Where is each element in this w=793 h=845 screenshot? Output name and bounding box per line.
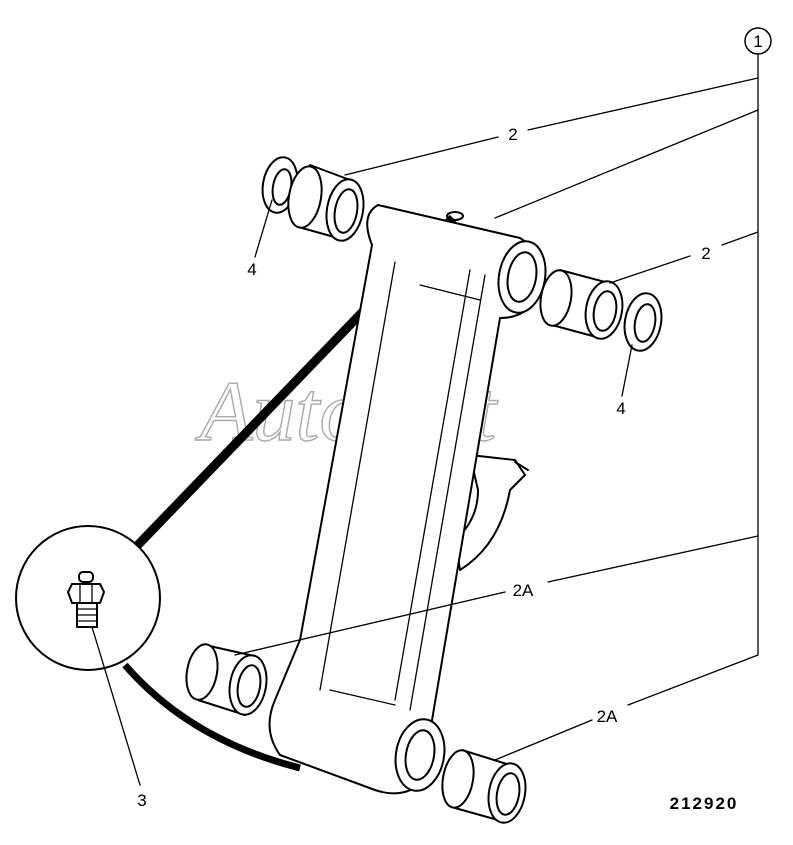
drawing-number: 212920 <box>670 794 739 813</box>
item-2-right-label: 2 <box>701 244 710 263</box>
grease-nipple-detail <box>15 525 161 671</box>
web-line-1 <box>319 261 396 691</box>
grease-nipple-icon <box>67 571 105 628</box>
item-1-label: 1 <box>753 32 762 51</box>
bottom-bore <box>404 729 436 781</box>
lever-arm <box>268 204 547 795</box>
item-1-circle <box>744 27 772 55</box>
bush-bottom-left <box>185 643 268 716</box>
item-4-left-label: 4 <box>247 260 256 279</box>
leader-lines <box>91 54 759 786</box>
web-line-3 <box>409 274 486 711</box>
item-4-right-label: 4 <box>616 399 625 418</box>
item-3-label: 3 <box>137 791 146 810</box>
grease-hole <box>446 211 464 221</box>
top-bore <box>506 251 538 303</box>
item-2-top-label: 2 <box>508 125 517 144</box>
bush-top-right <box>539 269 624 340</box>
item-2a-mid-label: 2A <box>513 581 534 600</box>
bush-top-left <box>287 164 365 242</box>
web-top-edge <box>419 284 481 301</box>
bush-bottom-right <box>441 749 527 824</box>
pivot-bracket <box>454 454 526 571</box>
detail-band-lower <box>122 662 301 772</box>
item-2a-bottom-label: 2A <box>597 707 618 726</box>
pivot-pin <box>514 461 529 471</box>
web-bottom-edge <box>329 689 396 706</box>
web-line-2 <box>394 269 471 701</box>
seal-right <box>623 292 663 352</box>
